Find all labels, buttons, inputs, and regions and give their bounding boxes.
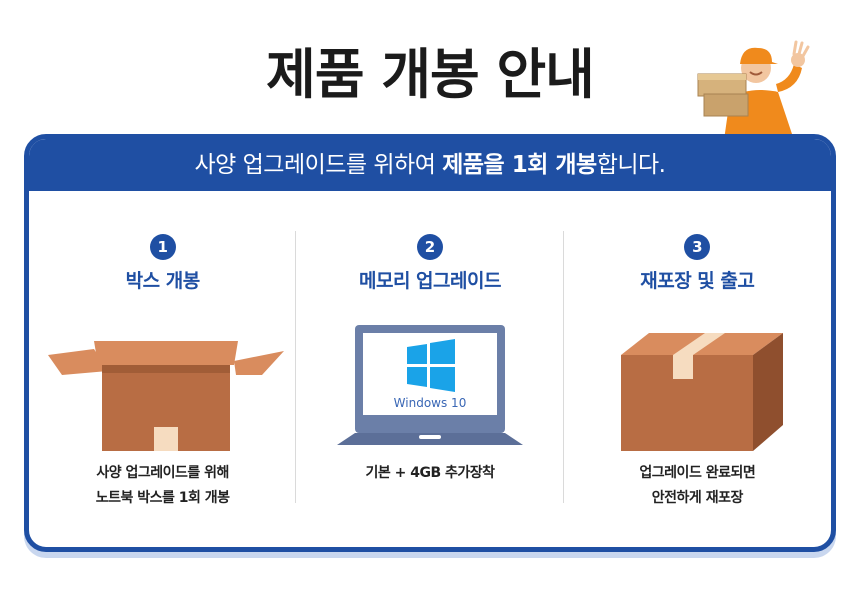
divider — [562, 231, 564, 503]
steps: 1 박스 개봉 사양 업그레이드를 위해 — [29, 191, 831, 547]
open-box-icon — [47, 341, 284, 451]
step-description: 업그레이드 완료되면 안전하게 재포장 — [564, 461, 831, 511]
step-description: 사양 업그레이드를 위해 노트북 박스를 1회 개봉 — [29, 461, 296, 511]
step-1: 1 박스 개봉 사양 업그레이드를 위해 — [29, 191, 297, 547]
step-number: 1 — [149, 234, 176, 260]
step-2: 2 메모리 업그레이드 Windows 10 — [296, 191, 564, 547]
divider — [295, 231, 297, 503]
step-description-line: 업그레이드 완료되면 — [639, 465, 756, 481]
opening-guide-panel: 사양 업그레이드를 위하여 제품을 1회 개봉합니다. 1 박스 개봉 — [24, 134, 836, 552]
step-number: 2 — [416, 234, 443, 260]
step-3: 3 재포장 및 출고 업그레이드 완료되면 안전하게 재포장 — [564, 191, 831, 547]
laptop-icon: Windows 10 — [336, 325, 523, 445]
step-description-line: 기본 + 4GB 추가장착 — [365, 465, 495, 481]
sealed-box-icon — [621, 333, 784, 451]
screen-text: Windows 10 — [394, 396, 467, 410]
step-number: 3 — [684, 234, 711, 260]
page-title: 제품 개봉 안내 — [266, 43, 595, 106]
step-description-line: 노트북 박스를 1회 개봉 — [95, 490, 230, 506]
step-description-line: 사양 업그레이드를 위해 — [96, 465, 229, 481]
delivery-man-icon — [697, 40, 810, 140]
banner-emphasis: 제품을 1회 개봉 — [442, 152, 597, 178]
step-title: 재포장 및 출고 — [640, 270, 755, 292]
step-title: 메모리 업그레이드 — [359, 270, 501, 292]
banner-suffix: 합니다. — [596, 152, 666, 178]
banner: 사양 업그레이드를 위하여 제품을 1회 개봉합니다. — [29, 139, 831, 191]
step-description: 기본 + 4GB 추가장착 — [296, 461, 563, 486]
step-title: 박스 개봉 — [125, 270, 201, 292]
banner-prefix: 사양 업그레이드를 위하여 — [194, 152, 443, 178]
step-description-line: 안전하게 재포장 — [651, 490, 744, 506]
